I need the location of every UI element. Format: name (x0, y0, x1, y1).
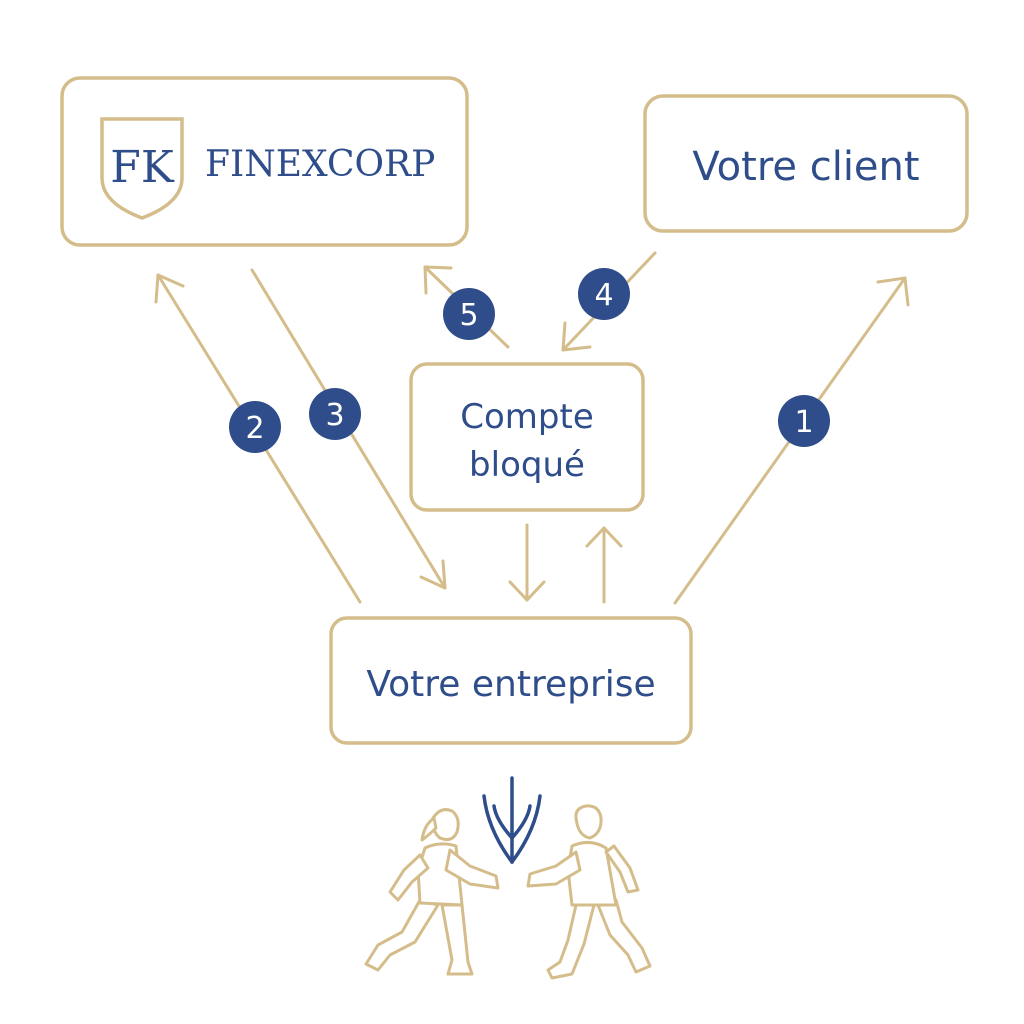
step-badge-4: 4 (578, 268, 630, 320)
node-finexcorp: FK FINEXCORP (60, 76, 469, 247)
person-right-icon (526, 804, 652, 980)
step-number: 1 (794, 405, 813, 440)
escrow-label-line2: bloqué (469, 445, 585, 485)
step-number: 5 (459, 298, 478, 333)
node-client: Votre client (643, 94, 969, 233)
step-badge-5: 5 (443, 288, 495, 340)
step-number: 4 (594, 278, 613, 313)
company-label: Votre entreprise (366, 664, 655, 705)
step-badges: 1 2 3 4 5 (229, 268, 830, 453)
handshake-illustration (364, 776, 652, 980)
person-left-icon (364, 808, 500, 976)
escrow-label-line1: Compte (460, 397, 594, 437)
sprout-icon (482, 776, 542, 864)
step-badge-2: 2 (229, 401, 281, 453)
shield-logo-icon: FK (100, 117, 184, 220)
arrow-company-to-escrow (585, 526, 623, 604)
step-number: 2 (245, 411, 264, 446)
client-label: Votre client (692, 144, 919, 190)
node-escrow: Compte bloqué (409, 362, 645, 512)
step-number: 3 (325, 398, 344, 433)
logo-monogram: FK (110, 142, 175, 193)
node-company: Votre entreprise (329, 616, 693, 745)
arrow-escrow-to-company (508, 523, 546, 602)
step-badge-3: 3 (309, 388, 361, 440)
finexcorp-name: FINEXCORP (205, 144, 435, 185)
step-badge-1: 1 (778, 395, 830, 447)
